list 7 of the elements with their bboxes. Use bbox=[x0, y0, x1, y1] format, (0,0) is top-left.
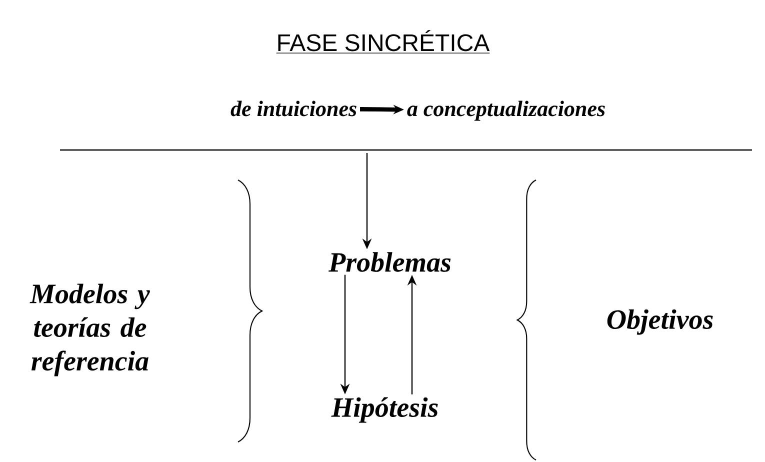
concept-text: Problemas bbox=[328, 252, 451, 272]
phrase-text: a conceptualizaciones bbox=[407, 100, 605, 121]
phrase-text: de intuiciones bbox=[230, 100, 356, 116]
concept-text: Modelos y teorías de referencia bbox=[30, 284, 150, 376]
concept-text: Objetivos bbox=[607, 309, 713, 335]
title: FASE SINCRÉTICA bbox=[276, 30, 490, 54]
concept-text: Hipótesis bbox=[331, 397, 438, 423]
